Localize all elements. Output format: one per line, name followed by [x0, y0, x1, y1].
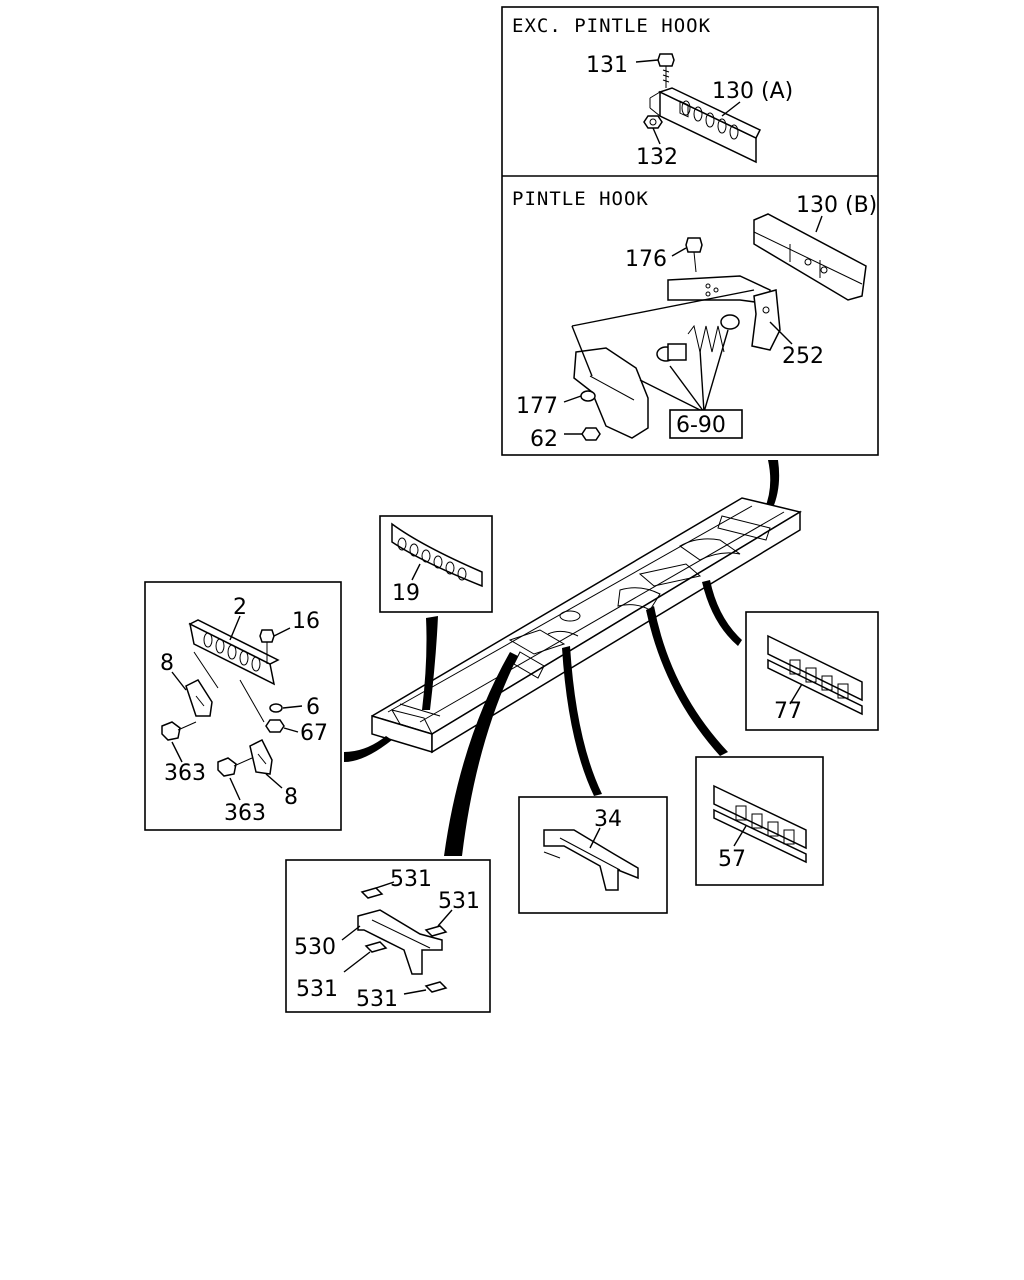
pintle-hook-title: PINTLE HOOK	[512, 188, 649, 210]
front-crossmember-panel: 19	[379, 515, 493, 613]
crossmember-57-panel: 57	[695, 756, 824, 886]
bracket-8-lower-drawing	[249, 738, 273, 775]
label-34: 34	[594, 807, 622, 832]
label-8-upper: 8	[160, 651, 174, 676]
crossmember-130a-drawing	[649, 87, 762, 164]
crossmember-77-drawing	[767, 634, 863, 716]
bracket-8-upper-drawing	[185, 679, 213, 717]
leader-19	[422, 616, 438, 710]
ref-6-90: 6-90	[676, 413, 726, 438]
crossmember-19-drawing	[391, 522, 483, 588]
pintle-hook-panel: EXC. PINTLE HOOK 131 130 (A)	[501, 6, 879, 456]
label-531-bottom: 531	[356, 987, 398, 1012]
crossmember-34-drawing	[543, 829, 639, 891]
label-531-right: 531	[438, 889, 480, 914]
bolt-363-lower-drawing	[217, 757, 253, 777]
label-62: 62	[530, 427, 558, 452]
label-531-left: 531	[296, 977, 338, 1002]
label-177: 177	[516, 394, 558, 419]
label-363-lower: 363	[224, 801, 266, 826]
label-530: 530	[294, 935, 336, 960]
label-77: 77	[774, 699, 802, 724]
exc-pintle-hook-title: EXC. PINTLE HOOK	[512, 15, 711, 37]
bolt-16-drawing	[259, 629, 275, 664]
bolt-363-upper-drawing	[161, 721, 197, 741]
leader-57	[646, 606, 728, 756]
label-132: 132	[636, 145, 678, 170]
label-130b: 130 (B)	[796, 193, 877, 218]
chassis-frame-drawing	[371, 497, 802, 754]
washer-177-drawing	[580, 390, 596, 402]
label-531-top: 531	[390, 867, 432, 892]
crossmember-530-drawing	[357, 909, 443, 975]
label-252: 252	[782, 344, 824, 369]
pintle-bracket-drawing	[667, 275, 771, 305]
nut-62-drawing	[581, 427, 601, 441]
rear-crossmember-panel: 2 16 8 6 67 363 363	[144, 581, 342, 831]
label-176: 176	[625, 247, 667, 272]
label-131: 131	[586, 53, 628, 78]
nut-67-drawing	[265, 719, 285, 733]
crossmember-130b-drawing	[753, 213, 867, 301]
washer-6-drawing	[269, 703, 283, 713]
label-363-upper: 363	[164, 761, 206, 786]
bolt-131-drawing	[657, 53, 675, 88]
label-2: 2	[233, 595, 247, 620]
label-16: 16	[292, 609, 320, 634]
nut-132-drawing	[643, 115, 663, 129]
bracket-252-drawing	[751, 289, 781, 351]
shim-531-top-drawing	[360, 887, 384, 899]
shim-531-left-drawing	[364, 941, 388, 953]
leader-rear	[344, 736, 392, 762]
label-6: 6	[306, 695, 320, 720]
crossmember-34-panel: 34	[518, 796, 668, 914]
crossmember-57-drawing	[713, 784, 807, 864]
leader-34	[562, 646, 602, 796]
leader-530	[444, 652, 518, 856]
label-19: 19	[392, 581, 420, 606]
label-57: 57	[718, 847, 746, 872]
crossmember-2-drawing	[188, 619, 280, 686]
leader-pintle	[764, 460, 780, 510]
crossmember-530-panel: 531 531 530 531 531	[285, 859, 491, 1013]
pintle-spring-drawing	[656, 314, 740, 362]
label-8-lower: 8	[284, 785, 298, 810]
pintle-hook-body-drawing	[573, 347, 649, 439]
label-67: 67	[300, 721, 328, 746]
shim-531-right-drawing	[424, 925, 448, 937]
shim-531-bottom-drawing	[424, 981, 448, 993]
ref-6-90-box	[669, 409, 743, 439]
bolt-176-drawing	[685, 237, 703, 273]
crossmember-77-panel: 77	[745, 611, 879, 731]
label-130a: 130 (A)	[712, 79, 793, 104]
leader-77	[702, 580, 742, 646]
